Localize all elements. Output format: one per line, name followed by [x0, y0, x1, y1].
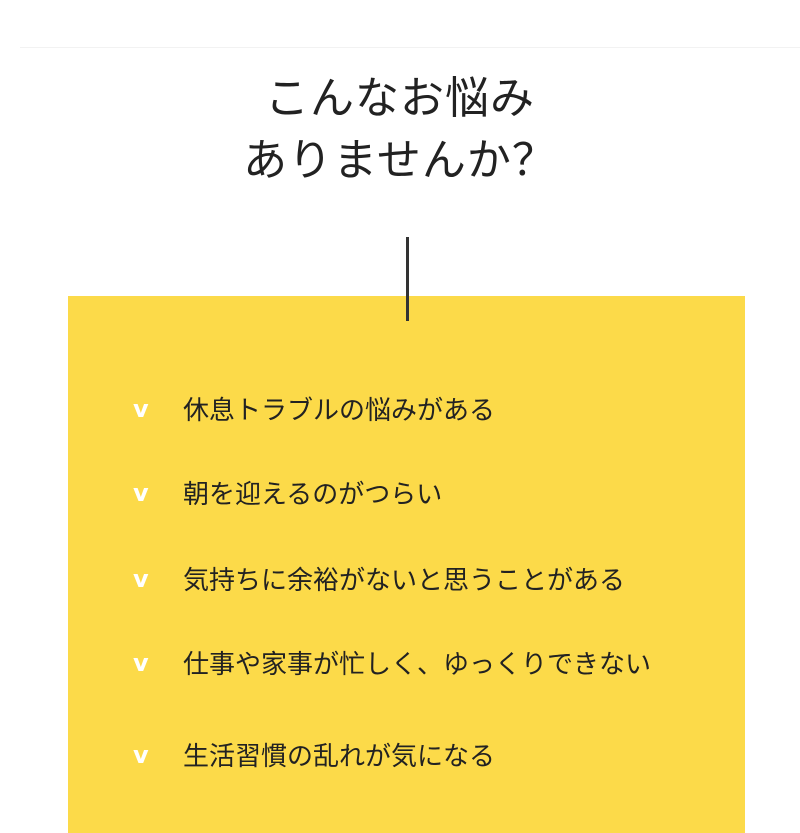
page-title: こんなお悩み ありませんか？ [0, 68, 800, 192]
item-label: 仕事や家事が忙しく、ゆっくりできない [183, 650, 652, 680]
list-item: v 休息トラブルの悩みがある [133, 390, 495, 427]
list-item: v 朝を迎えるのがつらい [133, 474, 442, 511]
divider [20, 47, 800, 48]
check-icon: v [133, 740, 149, 769]
list-item: v 気持ちに余裕がないと思うことがある [133, 560, 625, 597]
title-line-2: ありませんか？ [243, 135, 557, 186]
item-label: 生活習慣の乱れが気になる [183, 742, 496, 772]
check-icon: v [133, 564, 149, 593]
list-item: v 仕事や家事が忙しく、ゆっくりできない [133, 644, 651, 681]
list-item: v 生活習慣の乱れが気になる [133, 736, 495, 773]
concerns-panel [68, 296, 745, 833]
connector-line [406, 237, 409, 321]
item-label: 朝を迎えるのがつらい [183, 480, 443, 510]
title-line-1: こんなお悩み [265, 73, 535, 124]
check-icon: v [133, 478, 149, 507]
item-label: 休息トラブルの悩みがある [183, 396, 496, 426]
item-label: 気持ちに余裕がないと思うことがある [183, 566, 626, 596]
check-icon: v [133, 394, 149, 423]
check-icon: v [133, 648, 149, 677]
